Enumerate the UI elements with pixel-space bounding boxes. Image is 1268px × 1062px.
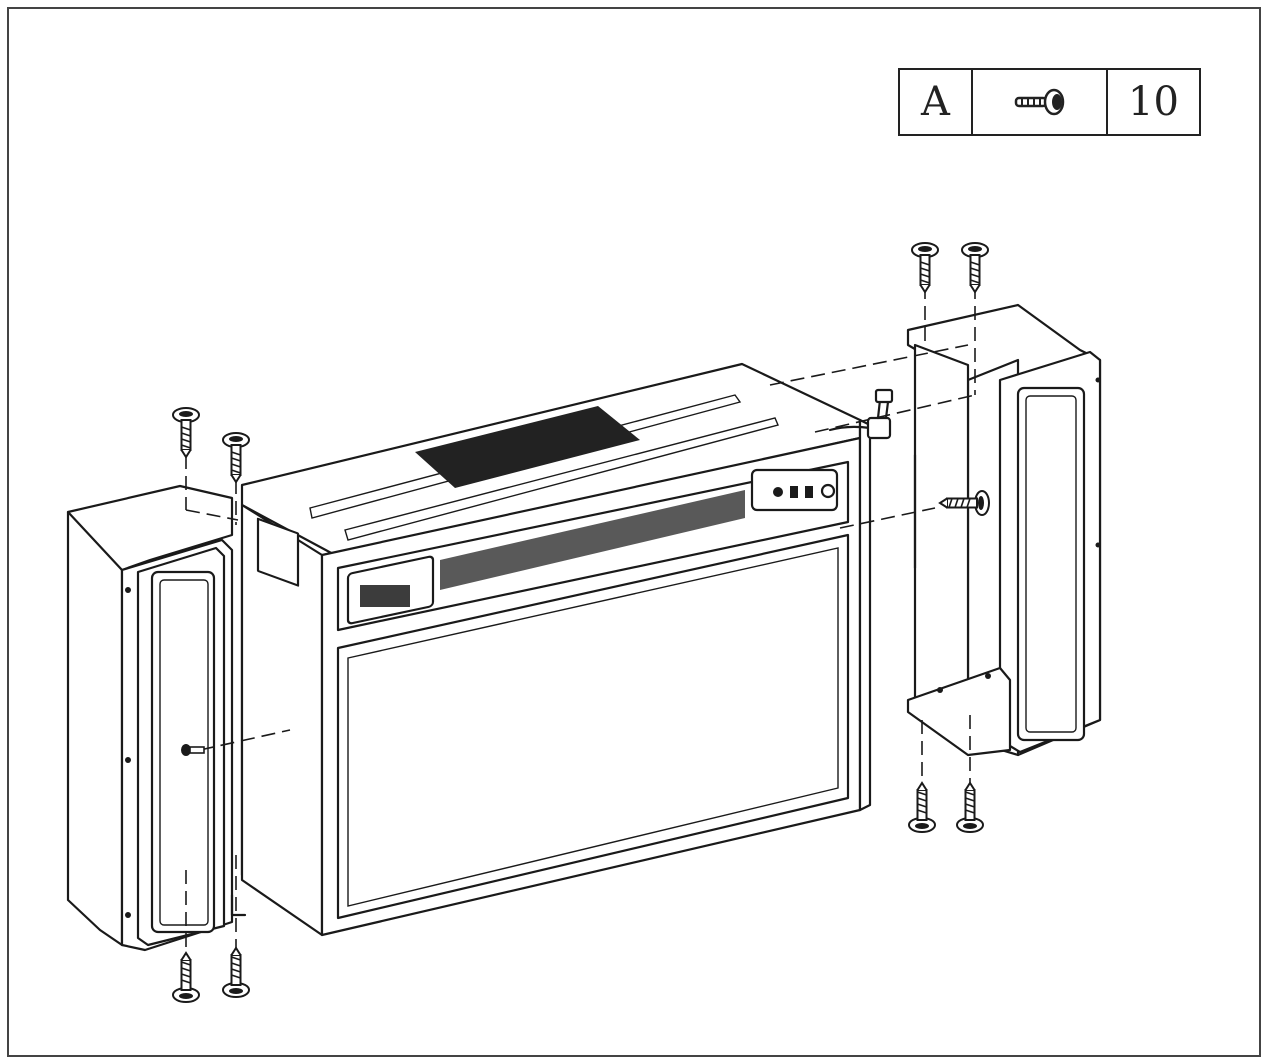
flame-button-icon	[805, 486, 813, 498]
screw-top-right-1-icon	[911, 242, 939, 293]
screw-bottom-right-1-icon	[908, 782, 936, 833]
diagram-frame	[7, 7, 1261, 1057]
screw-icon	[1014, 88, 1064, 116]
right-side-panel	[906, 303, 1102, 757]
parts-table: A 10	[898, 68, 1201, 136]
front-vent-icon	[440, 490, 745, 590]
screw-side-left-icon	[181, 744, 205, 756]
screw-bottom-left-2-icon	[222, 947, 250, 998]
screw-top-right-2-icon	[961, 242, 989, 293]
screw-bottom-right-2-icon	[956, 782, 984, 833]
part-letter: A	[900, 70, 973, 134]
timer-button-icon	[820, 483, 836, 499]
power-plug-icon	[828, 388, 894, 440]
part-quantity: 10	[1128, 79, 1179, 125]
heat-button-icon	[790, 486, 798, 498]
power-button-icon	[773, 487, 783, 497]
alignment-lines	[185, 285, 976, 950]
fireplace-unit	[240, 362, 872, 937]
screw-top-left-2-icon	[222, 432, 250, 483]
left-side-panel	[66, 484, 247, 952]
part-icon-cell	[973, 70, 1108, 134]
screw-bottom-left-1-icon	[172, 952, 200, 1003]
screw-top-left-1-icon	[172, 407, 200, 458]
